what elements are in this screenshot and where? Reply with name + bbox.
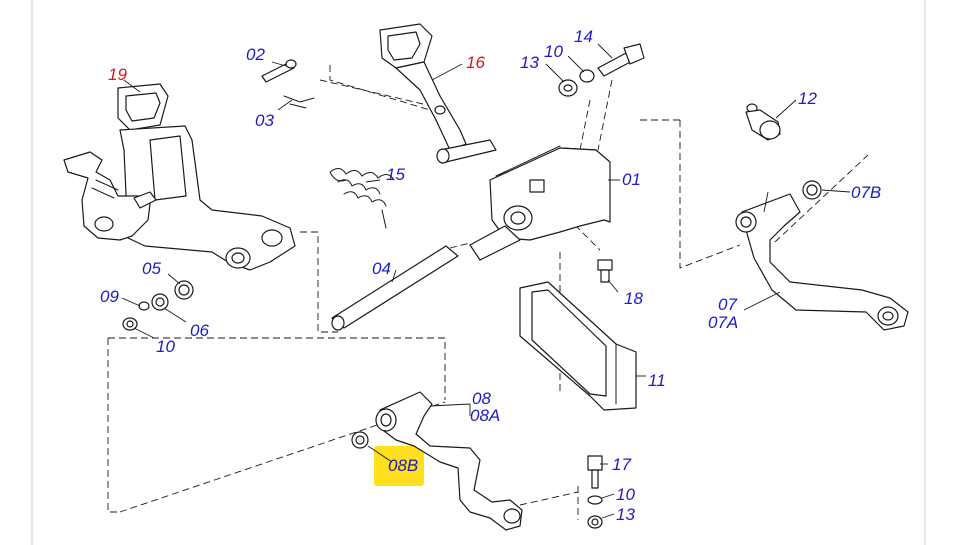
label-07b: 07B xyxy=(851,183,881,202)
part-01-housing xyxy=(469,145,611,261)
label-15: 15 xyxy=(386,165,405,184)
label-08b: 08B xyxy=(388,456,418,475)
label-01: 01 xyxy=(622,170,641,189)
part-05-bushing xyxy=(174,280,194,300)
part-15-spring xyxy=(329,168,395,229)
part-10-washer-bottom xyxy=(587,495,603,505)
part-17-bolt xyxy=(587,455,603,489)
label-18: 18 xyxy=(624,289,643,308)
part-11-bracket xyxy=(519,281,637,411)
part-13-nut-top xyxy=(558,79,578,97)
label-16: 16 xyxy=(466,53,485,72)
part-10-nut-left xyxy=(122,317,138,331)
part-10-washer-top xyxy=(579,69,595,83)
part-03-clip xyxy=(283,95,315,109)
part-16-pedal xyxy=(379,23,497,164)
label-14: 14 xyxy=(574,27,593,46)
part-12-fitting xyxy=(745,103,781,141)
label-10-top: 10 xyxy=(544,42,563,61)
highlight-08b xyxy=(374,446,424,486)
part-08-arm xyxy=(375,391,523,531)
part-08b-bushing xyxy=(351,431,369,449)
label-12: 12 xyxy=(798,89,817,108)
part-02-pin xyxy=(261,59,297,83)
label-06: 06 xyxy=(190,321,209,340)
label-13-top: 13 xyxy=(520,53,539,72)
label-08a: 08A xyxy=(470,406,500,425)
leader-lines xyxy=(121,43,851,519)
label-07: 07 xyxy=(718,295,737,314)
label-08: 08 xyxy=(472,389,491,408)
label-11: 11 xyxy=(648,371,666,390)
assembly-lines xyxy=(107,65,869,520)
part-04-rod xyxy=(331,245,459,331)
frame-edges xyxy=(31,0,926,545)
part-09-washer xyxy=(138,301,150,311)
label-10-bottom: 10 xyxy=(616,485,635,504)
label-03: 03 xyxy=(255,111,274,130)
part-labels: 19 02 03 16 13 10 14 15 01 12 07B 05 04 … xyxy=(100,27,881,524)
label-05: 05 xyxy=(142,259,161,278)
label-10-left: 10 xyxy=(156,337,175,356)
label-04: 04 xyxy=(372,259,391,278)
part-07b-bushing xyxy=(802,180,822,200)
label-19: 19 xyxy=(108,65,127,84)
part-14-bolt xyxy=(597,43,645,77)
part-13-nut-bottom xyxy=(587,515,603,529)
part-06-washer xyxy=(151,293,169,311)
part-19-pedal-assembly xyxy=(63,83,296,271)
label-09: 09 xyxy=(100,287,119,306)
label-07a: 07A xyxy=(708,313,738,332)
label-02: 02 xyxy=(246,45,265,64)
part-07-arm xyxy=(735,193,909,331)
label-13-bottom: 13 xyxy=(616,505,635,524)
part-18-bolt xyxy=(597,259,613,283)
label-17: 17 xyxy=(612,455,631,474)
